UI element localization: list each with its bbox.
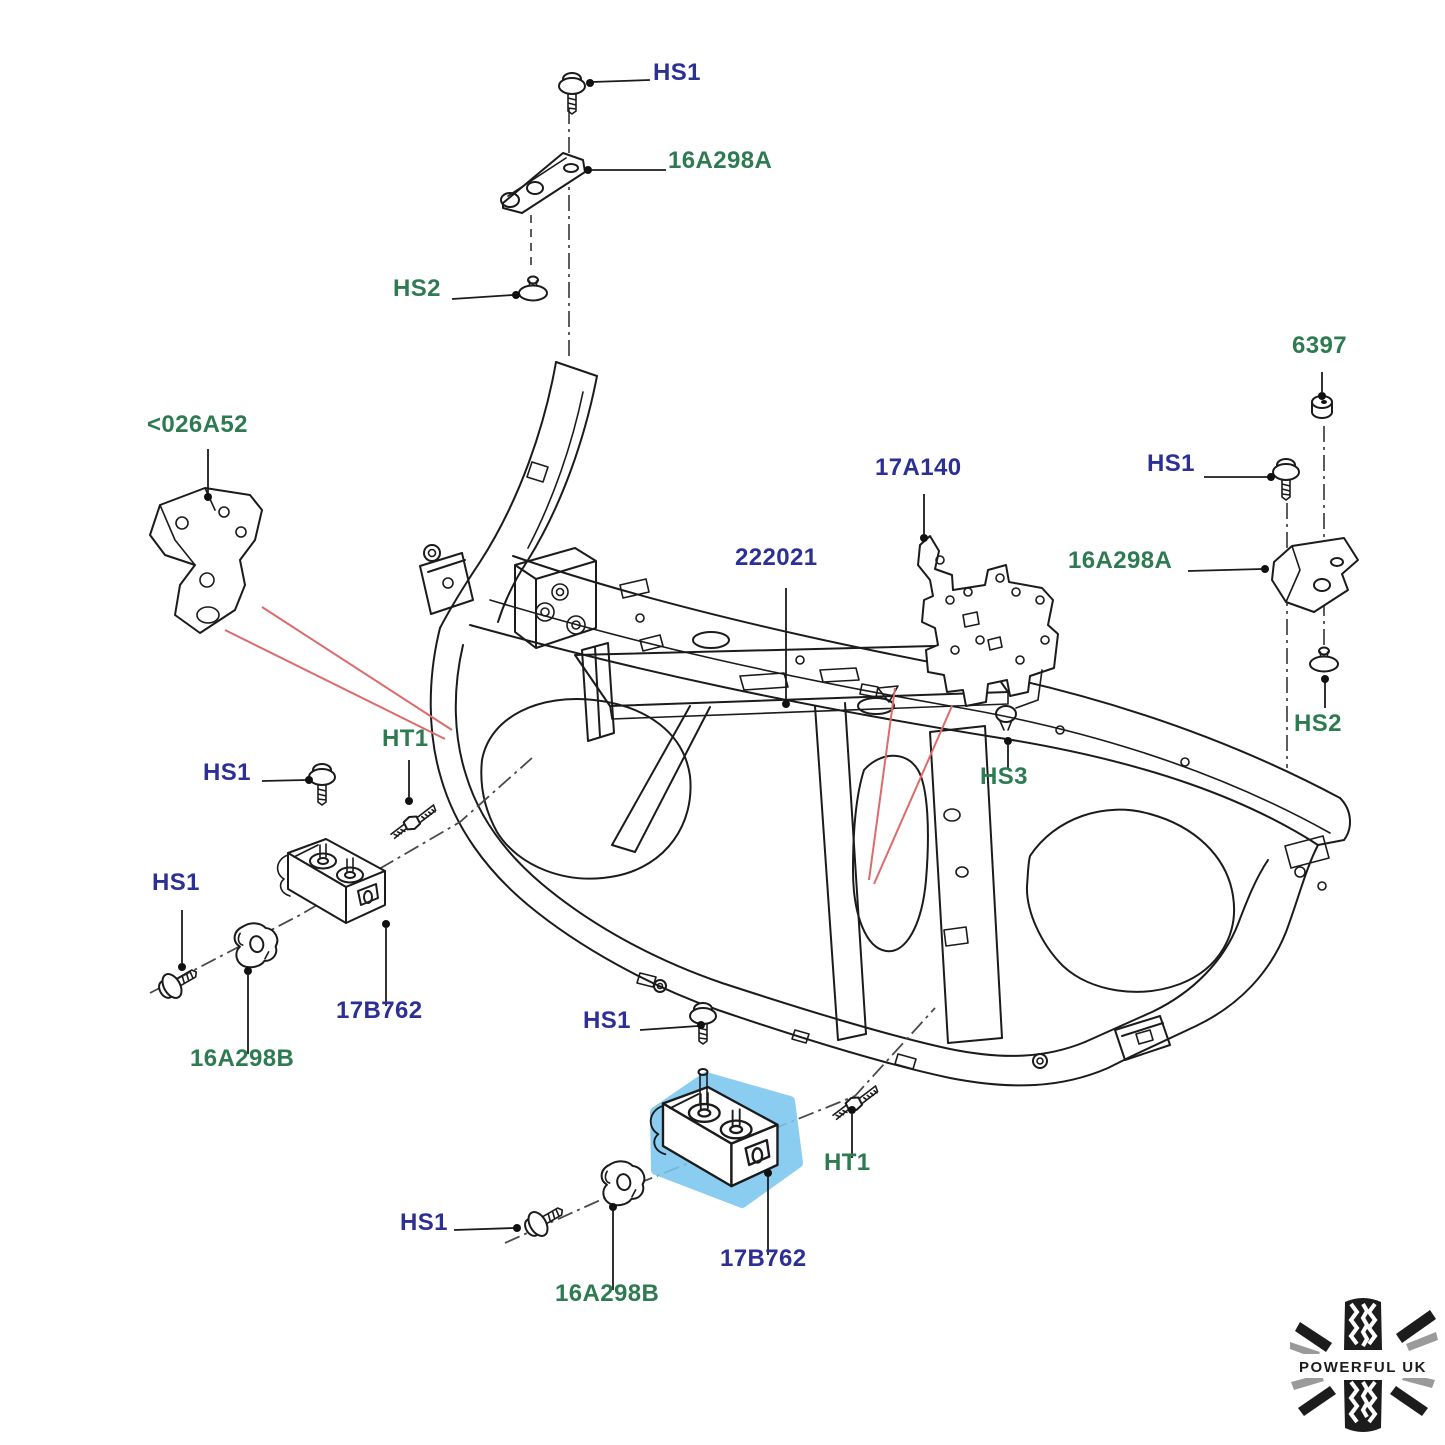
hs3-screw-icon <box>995 705 1017 731</box>
logo-text: POWERFUL UK <box>1299 1359 1427 1376</box>
fastener-and-bracket-parts <box>149 72 1359 1243</box>
part-label-hs2-right: HS2 <box>1294 710 1342 737</box>
part-label-hs3: HS3 <box>980 763 1028 790</box>
red-pointer-lines <box>224 606 953 885</box>
part-label-ht1-left: HT1 <box>382 725 429 752</box>
highlighted-part-17b762 <box>649 1068 803 1208</box>
hs1-bolt-icon <box>308 763 336 806</box>
mount-block-17b762-left <box>276 838 386 924</box>
logo-black-rays <box>1295 1310 1436 1416</box>
assembly-axis-lines <box>149 108 1325 1244</box>
part-label-hs1-right: HS1 <box>1147 450 1195 477</box>
powerful-uk-logo: POWERFUL UK <box>1282 1298 1445 1432</box>
part-label-16a298b-left: 16A298B <box>190 1045 295 1072</box>
part-label-17b762-left: 17B762 <box>336 997 423 1024</box>
hs1-bolt-icon <box>519 1197 570 1243</box>
hs2-pin-icon <box>518 275 548 302</box>
bracket-026a52 <box>149 487 263 634</box>
bracket-17a140 <box>917 535 1059 709</box>
part-label-hs1-left-lower: HS1 <box>152 869 200 896</box>
bracket-16a298a-top <box>500 152 586 214</box>
clamp-16a298b-bottom <box>596 1155 650 1210</box>
hs2-pin-icon <box>1309 646 1339 673</box>
logo-tire-tread <box>1344 1298 1382 1432</box>
part-label-hs2-top: HS2 <box>393 275 441 302</box>
hs1-bolt-icon <box>1272 458 1300 501</box>
part-label-17b762-bottom: 17B762 <box>720 1245 807 1272</box>
part-label-hs1-top: HS1 <box>653 59 701 86</box>
part-label-16a298b-bottom: 16A298B <box>555 1280 660 1307</box>
part-label-222021: 222021 <box>735 544 818 571</box>
part-label-16a298a-top: 16A298A <box>668 147 773 174</box>
hs1-bolt-icon <box>558 72 586 115</box>
bracket-16a298a-right <box>1271 537 1359 613</box>
part-label-ht1-bottom: HT1 <box>824 1149 871 1176</box>
leader-lines <box>178 79 1329 1290</box>
part-label-hs1-bottom-mid: HS1 <box>583 1007 631 1034</box>
part-label-hs1-left-upper: HS1 <box>203 759 251 786</box>
part-label-6397: 6397 <box>1292 332 1347 359</box>
part-label-17a140: 17A140 <box>875 454 962 481</box>
part-label-026a52: <026A52 <box>147 411 248 438</box>
ht1-stud-icon <box>385 803 441 840</box>
clamp-16a298b-left <box>229 917 283 972</box>
part-label-16a298a-right: 16A298A <box>1068 547 1173 574</box>
part-label-hs1-bottom-left: HS1 <box>400 1209 448 1236</box>
